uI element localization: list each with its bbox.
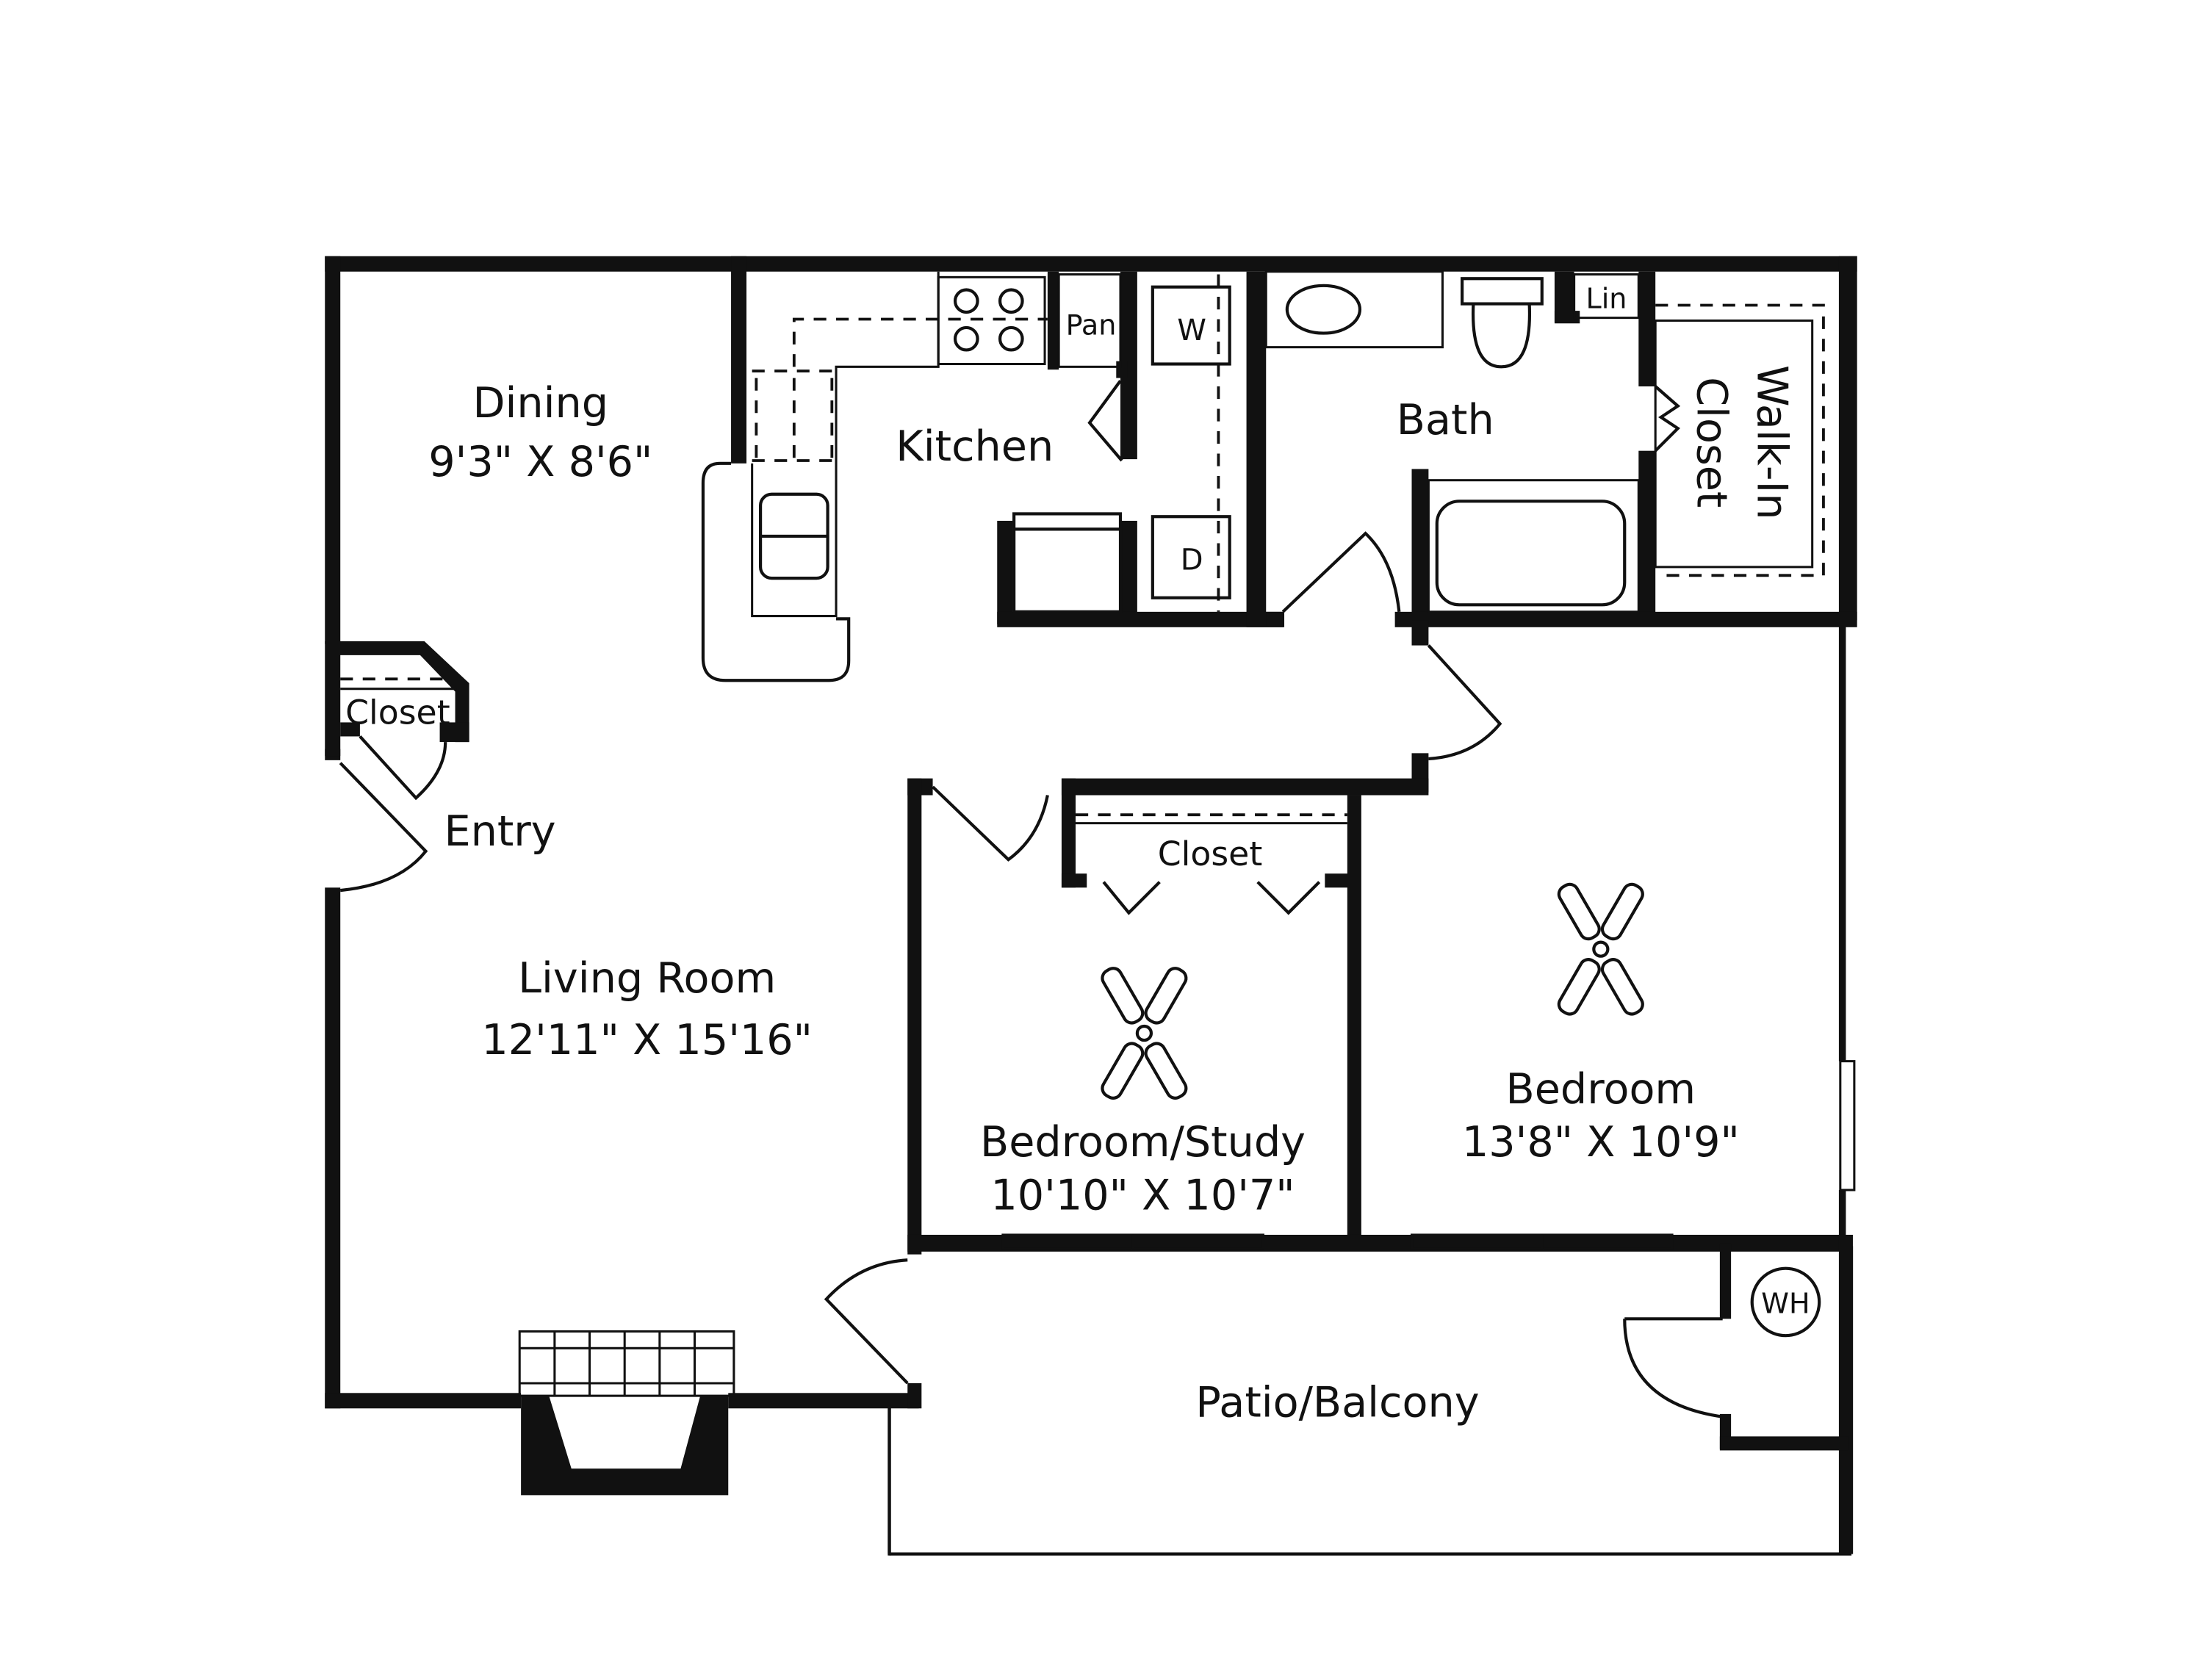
linen-label: Lin: [1585, 282, 1627, 314]
study-closet-label: Closet: [1158, 834, 1263, 873]
bathtub-icon: [1435, 500, 1627, 607]
entry-closet-label: Closet: [345, 693, 450, 732]
dryer-icon: [1151, 515, 1231, 599]
dining-dimensions: 9'3" X 8'6": [428, 438, 652, 486]
water-heater-icon: [1750, 1266, 1821, 1338]
bath-sink-icon: [1285, 284, 1362, 335]
linen-closet: [1573, 273, 1640, 320]
peninsula-counter: [701, 461, 851, 682]
hall-walls: [907, 644, 1856, 1255]
bath-label: Bath: [1397, 396, 1494, 444]
dining-label: Dining: [473, 379, 609, 428]
stove-icon: [937, 275, 1046, 366]
bedroom-study-label: Bedroom/Study: [980, 1118, 1306, 1167]
dryer-label: D: [1181, 544, 1203, 577]
vanity: [1264, 270, 1444, 349]
ceiling-fan-icon: [1557, 882, 1644, 1016]
washer-icon: [1151, 285, 1231, 366]
patio-label: Patio/Balcony: [1195, 1379, 1479, 1427]
bath-walls: [1266, 271, 1857, 646]
fireplace-icon: [518, 1330, 735, 1496]
refrigerator-icon: [1012, 512, 1123, 613]
entry-closet: [325, 641, 469, 893]
pantry-label: Pan: [1066, 309, 1117, 341]
toilet-tank: [1461, 277, 1544, 306]
bedroom-dimensions: 13'8" X 10'9": [1462, 1118, 1740, 1167]
bedroom-label: Bedroom: [1506, 1065, 1696, 1114]
entry-label: Entry: [444, 807, 555, 856]
water-heater-label: WH: [1761, 1288, 1810, 1320]
walk-in-closet-label: Walk-In: [1747, 365, 1796, 520]
kitchen-counters: [701, 271, 1231, 682]
kitchen-label: Kitchen: [896, 422, 1054, 471]
bath-fixtures: [1264, 270, 1825, 613]
washer-label: W: [1177, 314, 1206, 347]
room-labels: Dining 9'3" X 8'6" Kitchen Pan W D Bath …: [345, 282, 1810, 1427]
walk-in-closet-shelf: [1654, 319, 1814, 569]
exterior-walls: [325, 256, 1857, 1409]
ceiling-fan-icon: [1101, 967, 1188, 1100]
living-room-dimensions: 12'11" X 15'16": [481, 1016, 813, 1064]
walk-in-closet-label-2: Closet: [1687, 377, 1735, 508]
bedroom-study-dimensions: 10'10" X 10'7": [990, 1172, 1295, 1220]
pantry: [1057, 273, 1122, 368]
patio-walls: [824, 1234, 1854, 1556]
toilet-icon: [1471, 303, 1532, 369]
kitchen-walls: [731, 256, 1285, 627]
living-room-label: Living Room: [518, 954, 776, 1003]
